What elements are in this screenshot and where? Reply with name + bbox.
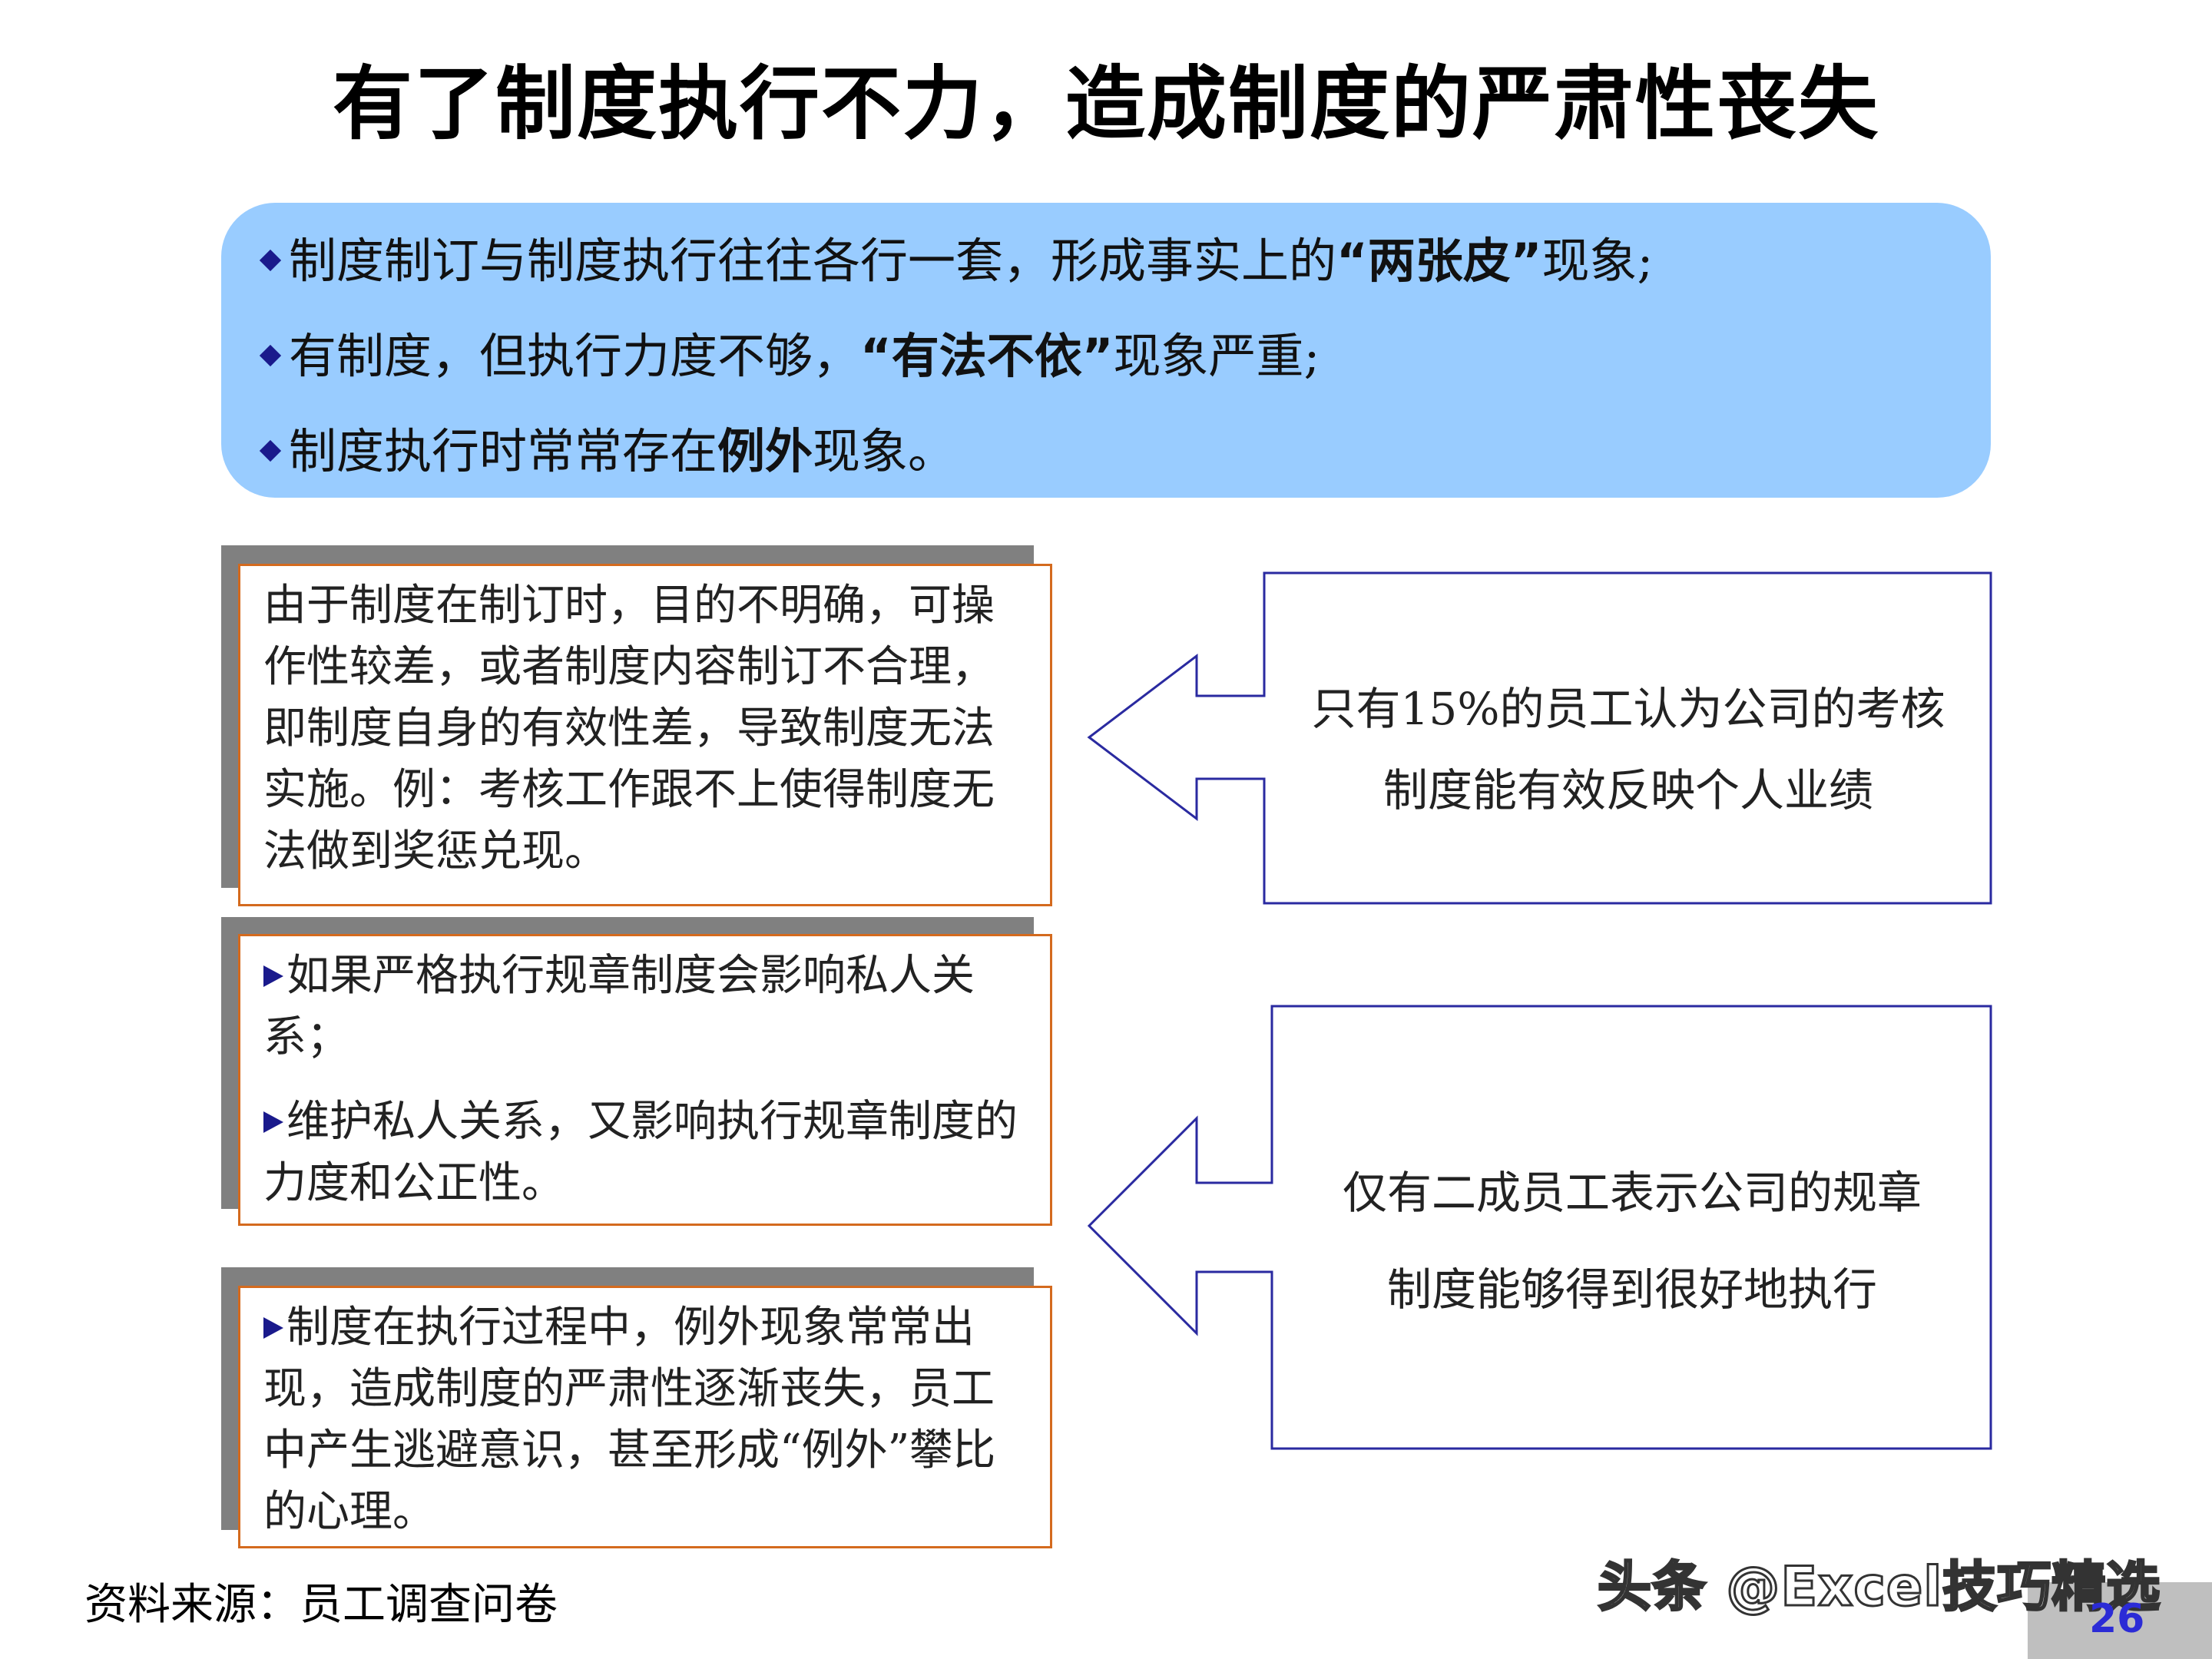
summary-item-2: 有制度，但执行力度不够，“有法不依”现象严重;: [259, 309, 1991, 404]
reason-card-1-text: 由于制度在制订时，目的不明确，可操作性较差，或者制度内容制订不合理，即制度自身的…: [263, 581, 995, 876]
reason-card-3-item: 制度在执行过程中，例外现象常常出现，造成制度的严肃性逐渐丧失，员工中产生逃避意识…: [263, 1303, 996, 1537]
left-arrow-callout-top: [1087, 571, 1992, 905]
left-arrow-callout-bottom: [1087, 1005, 1992, 1450]
reason-card-3: 制度在执行过程中，例外现象常常出现，造成制度的严肃性逐渐丧失，员工中产生逃避意识…: [238, 1286, 1052, 1548]
reason-card-2-item-1: 如果严格执行规章制度会影响私人关系；: [263, 951, 975, 1062]
source-note: 资料来源：员工调查问卷: [84, 1580, 558, 1630]
watermark: 头条 @Excel技巧精选: [1596, 1555, 2161, 1620]
triangle-bullet-icon: [263, 1317, 283, 1339]
page-title: 有了制度执行不力，造成制度的严肃性丧失: [332, 57, 1879, 151]
reason-card-1: 由于制度在制订时，目的不明确，可操作性较差，或者制度内容制订不合理，即制度自身的…: [238, 564, 1052, 906]
page-number-box: [2028, 1582, 2212, 1659]
callout-top-text: 只有15%的员工认为公司的考核 制度能有效反映个人业绩: [1311, 683, 1945, 816]
triangle-bullet-icon: [263, 1111, 283, 1133]
reason-card-2: 如果严格执行规章制度会影响私人关系； 维护私人关系，又影响执行规章制度的力度和公…: [238, 934, 1052, 1226]
summary-item-1: 制度制订与制度执行往往各行一套，形成事实上的“两张皮”现象;: [259, 214, 1991, 309]
callout-bottom-text: 仅有二成员工表示公司的规章 制度能够得到很好地执行: [1342, 1167, 1922, 1316]
triangle-bullet-icon: [263, 965, 283, 987]
reason-card-2-item-2: 维护私人关系，又影响执行规章制度的力度和公正性。: [263, 1097, 1018, 1208]
page-number: 26: [2089, 1596, 2145, 1642]
summary-item-3: 制度执行时常常存在例外现象。: [259, 404, 1991, 499]
summary-box: 制度制订与制度执行往往各行一套，形成事实上的“两张皮”现象; 有制度，但执行力度…: [221, 203, 1991, 498]
